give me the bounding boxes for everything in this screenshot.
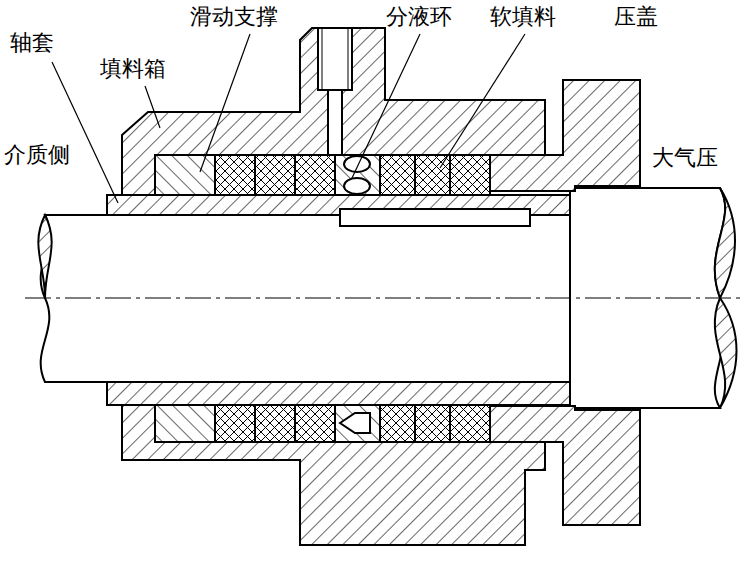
shaft-break [38, 215, 51, 298]
slide-support [155, 155, 215, 195]
packing-ring [415, 405, 450, 442]
center-line [25, 298, 740, 299]
thread-line [322, 28, 348, 90]
shaft-break [715, 188, 735, 298]
thread-hole [318, 28, 352, 90]
packing-ring [450, 155, 490, 195]
packing-ring [255, 405, 295, 442]
part-label: 分液环 [386, 4, 452, 30]
packing-ring [295, 155, 335, 195]
lantern-hole [344, 178, 370, 194]
lantern-hole [344, 156, 370, 172]
lantern-ring [335, 405, 380, 442]
packing [155, 155, 490, 442]
gland-top [490, 80, 640, 191]
gland [490, 80, 640, 525]
packing-ring [380, 405, 415, 442]
lantern-hole [340, 413, 370, 433]
part-label: 压盖 [614, 4, 658, 30]
gland-bottom [490, 406, 640, 525]
packing-ring [450, 405, 490, 442]
shaft-break [715, 298, 737, 408]
part-label: 大气压 [652, 145, 718, 171]
leader-line [440, 34, 525, 168]
part-label: 轴套 [10, 30, 54, 56]
packing-ring [215, 405, 255, 442]
packing-ring [255, 155, 295, 195]
part-label: 填料箱 [100, 56, 166, 82]
leader-line [52, 62, 118, 203]
liquid-channel [328, 90, 342, 155]
packing-ring [380, 155, 415, 195]
key [340, 209, 530, 226]
box-top [122, 28, 545, 195]
leader-lines [52, 34, 525, 203]
sleeve-bottom [107, 382, 570, 405]
sleeve [107, 195, 570, 405]
box-bottom [122, 405, 545, 545]
leader-line [352, 34, 420, 178]
leader-line [145, 86, 160, 128]
lantern-ring [335, 155, 380, 195]
packing-ring [295, 405, 335, 442]
slide-support [155, 405, 215, 442]
part-label: 软填料 [490, 4, 556, 30]
stuffing-box [122, 28, 545, 545]
part-label: 介质侧 [4, 142, 70, 168]
packing-ring [215, 155, 255, 195]
leader-line [200, 34, 250, 172]
part-label: 滑动支撑 [190, 4, 278, 30]
